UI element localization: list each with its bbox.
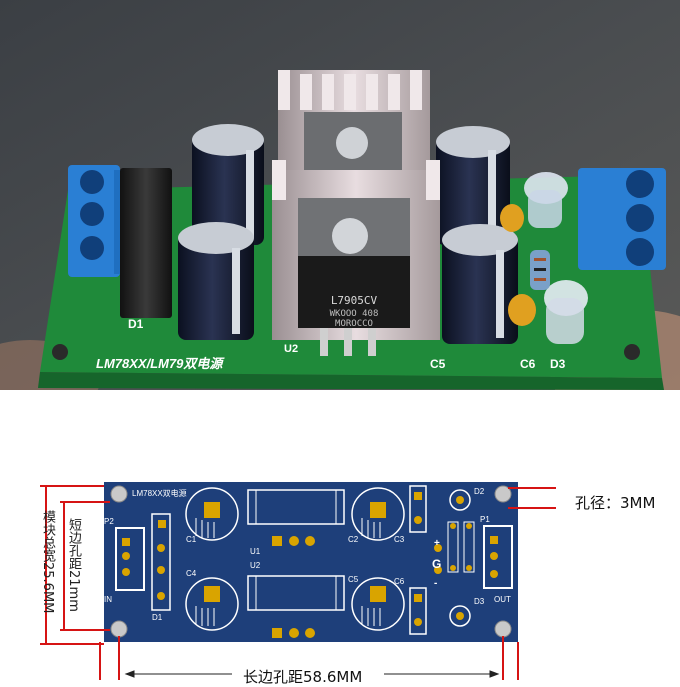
mount-hole [494, 620, 512, 638]
pcb-layout [104, 482, 518, 642]
label-d3: D3 [550, 357, 566, 371]
pcb-c5: C5 [348, 575, 359, 584]
pcb-regulator-footprint [247, 489, 345, 546]
pcb-u1: U1 [250, 547, 261, 556]
capacitor [178, 222, 254, 340]
ceramic-capacitor [500, 204, 524, 232]
pcb-cap-footprint [185, 577, 239, 631]
mount-hole [624, 344, 640, 360]
pcb-p1: P1 [480, 515, 490, 524]
mount-hole [52, 344, 68, 360]
hole-diameter-label: 孔径：3MM [575, 494, 656, 512]
pcb-in: IN [104, 595, 112, 604]
product-photo: L7905CV WKOOO 408 MOROCCO D1 LM78XX/LM79… [0, 0, 680, 390]
pcb-p2: P2 [104, 517, 114, 526]
module-width-label: 模块总宽25.6MM [40, 510, 55, 614]
bridge-rectifier [120, 168, 172, 318]
pcb-regulator-footprint [247, 575, 345, 638]
left-terminal-block [68, 165, 126, 277]
board-title: LM78XX/LM79双电源 [96, 356, 225, 371]
pcb-minus: - [434, 578, 437, 589]
mount-hole [110, 620, 128, 638]
pcb-c3: C3 [394, 535, 405, 544]
pcb-c2: C2 [348, 535, 359, 544]
pcb-dimension-diagram: LM78XX双电源 P2 IN D1 C1 C4 U1 [0, 390, 680, 680]
mount-hole [494, 485, 512, 503]
pcb-cap-footprint [185, 487, 239, 541]
heatsink-top [278, 70, 430, 180]
label-c6: C6 [520, 357, 536, 371]
screw [336, 127, 368, 159]
pcb-c4: C4 [186, 569, 197, 578]
pcb-out: OUT [494, 595, 511, 604]
label-c5: C5 [430, 357, 446, 371]
screw [332, 218, 368, 254]
pcb-plus: + [434, 538, 440, 549]
label-d1: D1 [128, 317, 144, 331]
dimension-arrow [124, 670, 500, 678]
capacitor [436, 126, 510, 245]
pcb-g: G [432, 557, 441, 571]
chip-line3: MOROCCO [335, 319, 373, 329]
pcb-d3: D3 [474, 597, 485, 606]
pcb-c6: C6 [394, 577, 405, 586]
short-side-label: 短边孔距21mm [66, 518, 81, 612]
long-side-label: 长边孔距58.6MM [240, 666, 366, 687]
pcb-d1: D1 [152, 613, 163, 622]
right-terminal-block [578, 168, 666, 270]
capacitor [442, 224, 518, 344]
pcb-d2: D2 [474, 487, 485, 496]
mount-hole [110, 485, 128, 503]
pcb-c1: C1 [186, 535, 197, 544]
pcb-cap-footprint [351, 577, 405, 631]
capacitor [192, 124, 264, 245]
regulator-7905: L7905CV WKOOO 408 MOROCCO [298, 256, 410, 356]
ceramic-capacitor [508, 294, 536, 326]
pcb-title: LM78XX双电源 [132, 488, 187, 498]
dimension-lines [40, 485, 556, 680]
chip-line1: L7905CV [331, 294, 378, 307]
pcb-cap-footprint [351, 487, 405, 541]
pcb-u2: U2 [250, 561, 261, 570]
chip-line2: WKOOO 408 [330, 309, 379, 319]
label-u2: U2 [284, 343, 298, 355]
